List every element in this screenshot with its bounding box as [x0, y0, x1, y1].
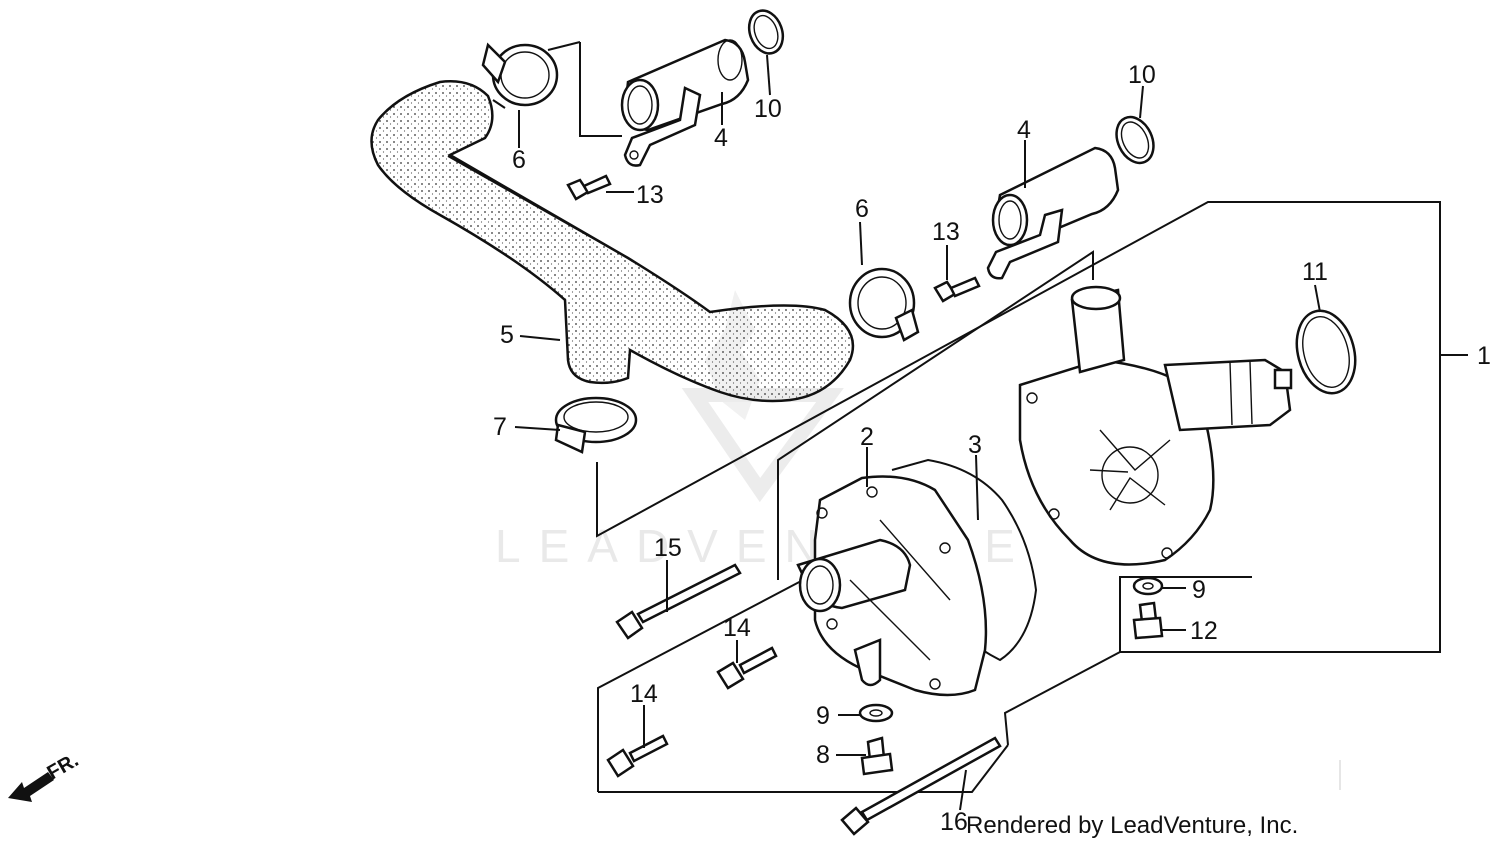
callout-6-upper: 6 [512, 146, 526, 174]
pump-cover [796, 475, 988, 697]
callout-10-upper: 10 [754, 95, 782, 123]
washer-right [1132, 576, 1164, 596]
callout-2: 2 [860, 423, 874, 451]
callout-13-lower: 13 [932, 218, 960, 246]
callout-9-lower: 9 [816, 702, 830, 730]
arrow-icon [8, 772, 54, 802]
callout-leaders [514, 54, 1321, 811]
callout-4-lower: 4 [1017, 116, 1031, 144]
hose-clamp-lower [848, 267, 920, 342]
callout-16: 16 [940, 808, 968, 836]
bolt-16 [840, 736, 1002, 836]
front-direction-indicator: FR. [8, 749, 82, 802]
water-pipe-upper [620, 38, 750, 167]
callout-11: 11 [1302, 258, 1328, 286]
water-pump-body [1018, 285, 1293, 566]
bolt-15 [615, 563, 742, 640]
washer-lower [858, 703, 894, 723]
assembly-bracket-lines [547, 41, 1468, 793]
callout-1: 1 [1477, 342, 1491, 370]
callout-13-upper: 13 [636, 181, 664, 209]
credit-text: Rendered by LeadVenture, Inc. [966, 812, 1299, 839]
callout-12: 12 [1190, 617, 1218, 645]
bolt-14-lower [606, 734, 669, 778]
bolt-upper [566, 174, 612, 201]
o-ring-lower [1115, 115, 1155, 165]
hose-clamp-bottom [554, 396, 638, 454]
bolt-lower [933, 276, 981, 303]
bolt-8 [860, 736, 894, 776]
callout-10-lower: 10 [1128, 61, 1156, 89]
water-pipe-lower [986, 146, 1120, 280]
callout-5: 5 [500, 321, 514, 349]
bolt-12 [1132, 601, 1164, 640]
callout-6-lower: 6 [855, 195, 869, 223]
callout-14-upper: 14 [723, 614, 751, 642]
coolant-hose [370, 80, 855, 403]
callout-9-right: 9 [1192, 576, 1206, 604]
callout-8: 8 [816, 741, 830, 769]
callout-3: 3 [968, 431, 982, 459]
callout-7: 7 [493, 413, 507, 441]
callout-14-lower: 14 [630, 680, 658, 708]
o-ring-upper [747, 9, 785, 55]
callout-labels: 1 2 3 4 4 5 6 6 7 8 9 9 10 10 11 12 13 1… [493, 61, 1491, 836]
bolt-14-upper [716, 646, 778, 690]
o-ring-pump [1295, 309, 1357, 395]
hose-clamp-upper [481, 42, 559, 109]
callout-4-upper: 4 [714, 124, 728, 152]
callout-15: 15 [654, 534, 682, 562]
